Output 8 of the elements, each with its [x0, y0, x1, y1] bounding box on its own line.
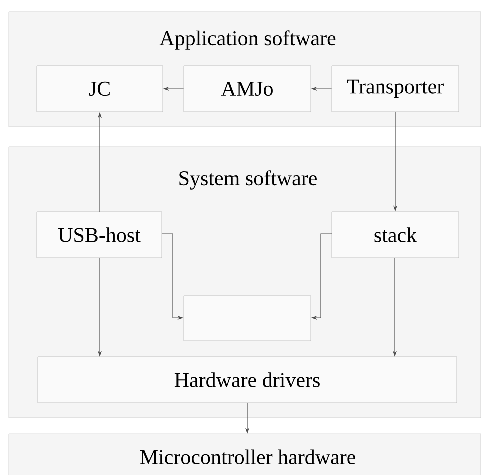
- component-box: Hardware drivers: [38, 356, 458, 404]
- component-box: USB-host: [36, 212, 162, 258]
- component-box: stack: [332, 212, 460, 258]
- component-box: Transporter: [332, 66, 460, 112]
- component-box: AMJo: [184, 66, 312, 112]
- layer-band: Microcontroller hardware: [8, 434, 481, 475]
- component-box: [184, 296, 312, 342]
- component-box: JC: [36, 66, 164, 112]
